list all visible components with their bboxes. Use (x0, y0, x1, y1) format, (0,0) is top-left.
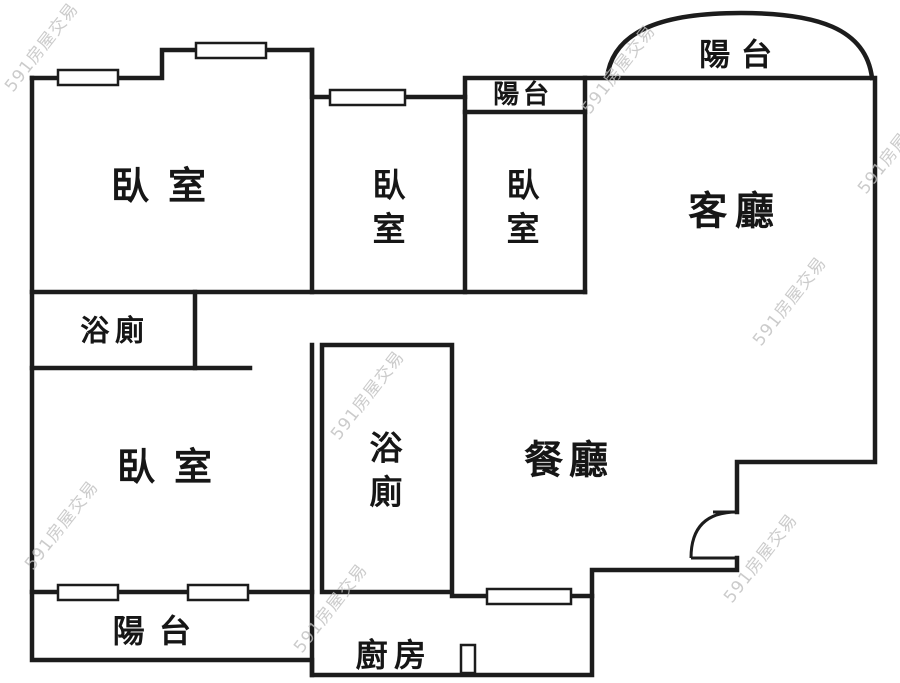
room-label-bedroom-top-left: 臥室 (110, 164, 226, 208)
room-label-bathroom-middle: 浴廁 (369, 428, 403, 511)
entry-door (689, 510, 738, 560)
window (328, 88, 407, 107)
room-label-bedroom-mid-left: 臥室 (372, 165, 406, 248)
room-label-kitchen: 廚房 (355, 636, 433, 674)
inner-wall (319, 342, 455, 595)
room-label-living-room: 客廳 (688, 189, 782, 235)
room-label-bedroom-mid-right: 臥室 (506, 165, 540, 248)
outer-wall-bottom-left (29, 75, 740, 678)
room-label-balcony-top-right: 陽台 (699, 37, 783, 74)
window (194, 41, 268, 60)
walls (29, 10, 878, 678)
room-label-dining-room: 餐廳 (524, 438, 614, 484)
room-label-balcony-top-small: 陽台 (493, 80, 553, 110)
window (56, 68, 120, 87)
room-label-bathroom-upper: 浴廁 (80, 313, 150, 348)
door-swing-arc (689, 510, 738, 559)
window (56, 583, 120, 602)
window (485, 587, 573, 606)
kitchen-door (459, 643, 477, 675)
window (186, 583, 250, 602)
balcony-arc-wall (604, 10, 875, 81)
room-label-bedroom-bottom: 臥室 (116, 445, 232, 489)
room-label-balcony-bottom: 陽台 (112, 612, 206, 650)
windows (56, 41, 573, 675)
